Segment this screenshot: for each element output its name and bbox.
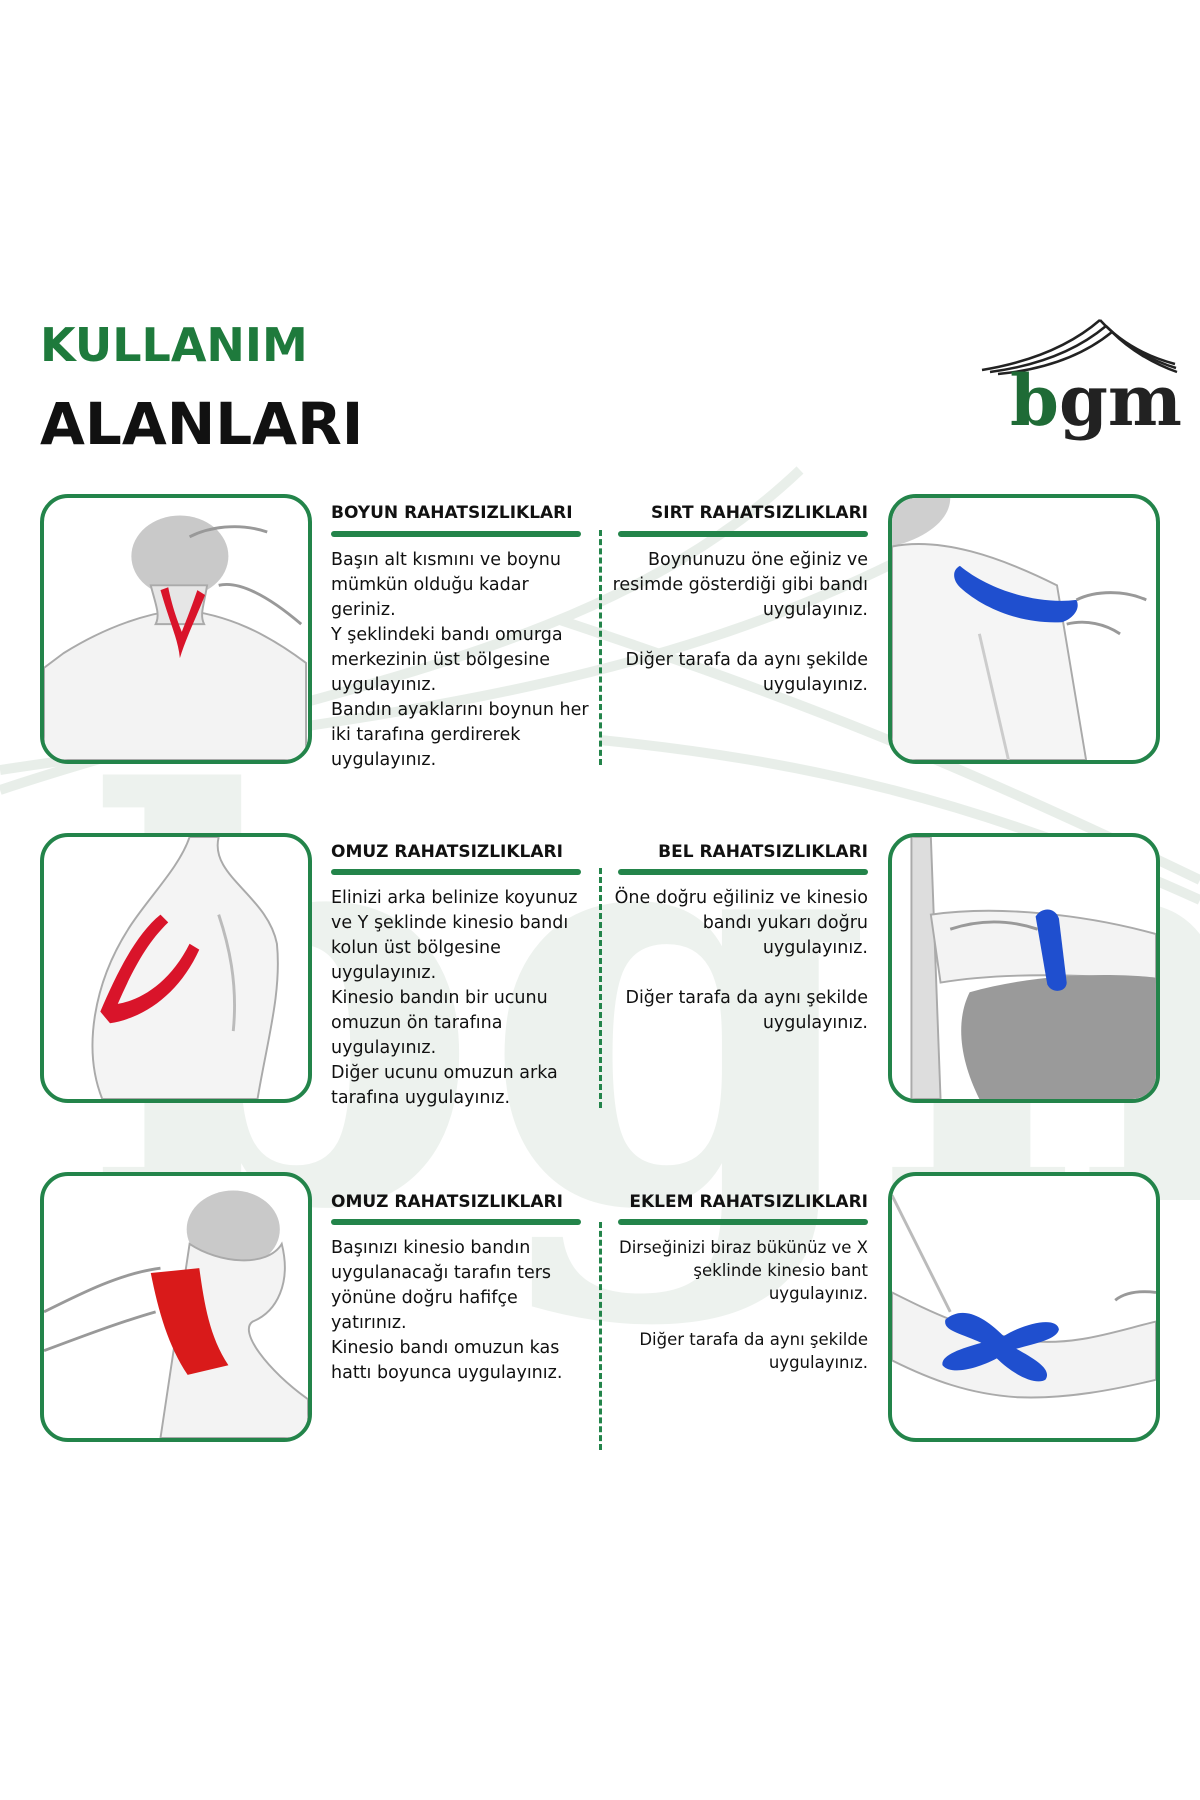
instruction-text: Başınızı kinesio bandın uygulanacağı tar…	[331, 1238, 552, 1333]
heading-underline	[331, 1219, 581, 1225]
section-heading: BOYUN RAHATSIZLIKLARI	[331, 503, 573, 523]
section-body: Başınızı kinesio bandın uygulanacağı tar…	[331, 1236, 593, 1386]
heading-underline	[618, 1219, 868, 1225]
instruction-text: Boynunuzu öne eğiniz ve resimde gösterdi…	[612, 550, 868, 620]
heading-underline	[618, 531, 868, 537]
instruction-text: Bandın ayaklarını boynun her iki tarafın…	[331, 700, 589, 770]
section-heading: EKLEM RAHATSIZLIKLARI	[629, 1192, 868, 1212]
instruction-text: Y şeklindeki bandı omurga merkezinin üst…	[331, 625, 563, 695]
brand-logo: bbgmgm	[980, 312, 1182, 462]
section-body: Elinizi arka belinize koyunuz ve Y şekli…	[331, 886, 593, 1111]
instruction-text: Kinesio bandın bir ucunu omuzun ön taraf…	[331, 988, 548, 1058]
instruction-text: Elinizi arka belinize koyunuz ve Y şekli…	[331, 888, 578, 983]
neck-tape-illustration	[40, 494, 312, 764]
elbow-tape-illustration	[888, 1172, 1160, 1442]
instruction-text: Diğer tarafa da aynı şekilde uygulayınız…	[639, 1330, 868, 1372]
section-heading: SIRT RAHATSIZLIKLARI	[651, 503, 868, 523]
column-divider	[599, 530, 602, 765]
roof-lines-icon	[981, 319, 1178, 376]
instruction-text: Dirseğinizi biraz bükünüz ve X şeklinde …	[619, 1238, 868, 1303]
instruction-text: Diğer ucunu omuzun arka tarafına uygulay…	[331, 1063, 558, 1108]
section-heading: BEL RAHATSIZLIKLARI	[658, 842, 868, 862]
section-heading: OMUZ RAHATSIZLIKLARI	[331, 1192, 563, 1212]
instruction-text: Diğer tarafa da aynı şekilde uygulayınız…	[625, 988, 868, 1033]
section-body: Öne doğru eğiliniz ve kinesio bandı yuka…	[606, 886, 868, 1036]
heading-underline	[331, 531, 581, 537]
logo-text: bbgmgm	[1010, 359, 1182, 442]
instruction-text: Diğer tarafa da aynı şekilde uygulayınız…	[625, 650, 868, 695]
column-divider	[599, 868, 602, 1108]
lower-back-tape-illustration	[888, 833, 1160, 1103]
page-title-line2: ALANLARI	[40, 390, 364, 458]
section-body: Dirseğinizi biraz bükünüz ve X şeklinde …	[606, 1236, 868, 1374]
column-divider	[599, 1222, 602, 1450]
heading-underline	[618, 869, 868, 875]
page-title-line1: KULLANIM	[40, 318, 308, 372]
section-body: Boynunuzu öne eğiniz ve resimde gösterdi…	[606, 548, 868, 698]
instruction-text: Başın alt kısmını ve boynu mümkün olduğu…	[331, 550, 561, 620]
neck-side-tape-illustration	[40, 1172, 312, 1442]
instruction-text: Öne doğru eğiliniz ve kinesio bandı yuka…	[614, 888, 868, 958]
section-heading: OMUZ RAHATSIZLIKLARI	[331, 842, 563, 862]
instruction-text: Kinesio bandı omuzun kas hattı boyunca u…	[331, 1338, 563, 1383]
back-tape-illustration	[888, 494, 1160, 764]
heading-underline	[331, 869, 581, 875]
shoulder-tape-illustration	[40, 833, 312, 1103]
section-body: Başın alt kısmını ve boynu mümkün olduğu…	[331, 548, 593, 773]
